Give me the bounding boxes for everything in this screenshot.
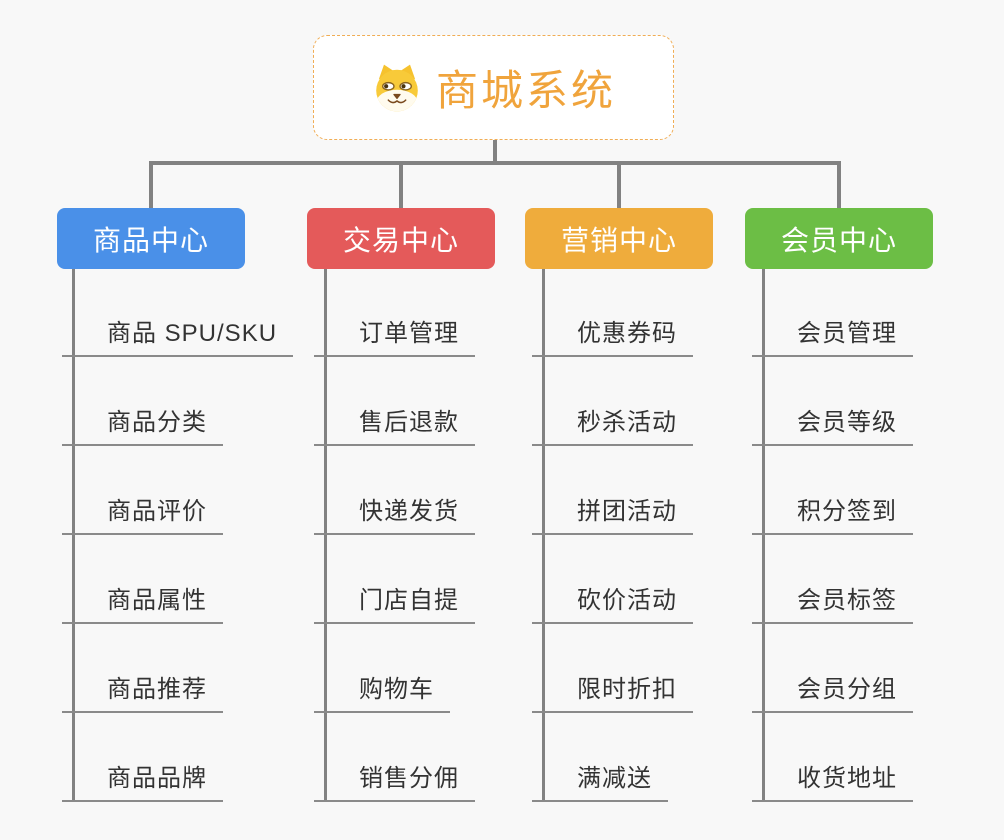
trunk-member-center bbox=[762, 269, 765, 802]
leaf-member-center-0[interactable]: 会员管理 bbox=[752, 315, 913, 357]
connector-drop-member-center bbox=[837, 161, 841, 208]
connector-root-stub bbox=[493, 139, 497, 163]
leaf-member-center-1[interactable]: 会员等级 bbox=[752, 404, 913, 446]
leaf-label: 商品 SPU/SKU bbox=[62, 315, 294, 357]
leaf-product-center-2[interactable]: 商品评价 bbox=[62, 493, 223, 535]
leaf-marketing-center-2[interactable]: 拼团活动 bbox=[532, 493, 693, 535]
root-title: 商城系统 bbox=[435, 67, 616, 114]
trunk-product-center bbox=[72, 269, 75, 802]
leaf-label: 会员等级 bbox=[752, 404, 913, 446]
leaf-label: 秒杀活动 bbox=[532, 404, 693, 446]
leaf-label: 快递发货 bbox=[314, 493, 475, 535]
leaf-marketing-center-0[interactable]: 优惠券码 bbox=[532, 315, 693, 357]
leaf-label: 商品分类 bbox=[62, 404, 223, 446]
branch-header-member-center[interactable]: 会员中心 bbox=[745, 208, 933, 269]
leaf-product-center-5[interactable]: 商品品牌 bbox=[62, 760, 223, 802]
leaf-label: 销售分佣 bbox=[314, 760, 475, 802]
leaf-label: 限时折扣 bbox=[532, 671, 693, 713]
leaf-label: 收货地址 bbox=[752, 760, 913, 802]
leaf-trade-center-1[interactable]: 售后退款 bbox=[314, 404, 475, 446]
leaf-label: 商品品牌 bbox=[62, 760, 223, 802]
leaf-label: 售后退款 bbox=[314, 404, 475, 446]
dog-face-icon bbox=[371, 62, 423, 114]
leaf-label: 商品推荐 bbox=[62, 671, 223, 713]
leaf-label: 会员标签 bbox=[752, 582, 913, 624]
leaf-trade-center-5[interactable]: 销售分佣 bbox=[314, 760, 475, 802]
root-node[interactable]: 商城系统 bbox=[313, 35, 674, 140]
branch-header-product-center[interactable]: 商品中心 bbox=[57, 208, 245, 269]
leaf-label: 会员管理 bbox=[752, 315, 913, 357]
leaf-label: 商品评价 bbox=[62, 493, 223, 535]
leaf-marketing-center-5[interactable]: 满减送 bbox=[532, 760, 668, 802]
connector-drop-marketing-center bbox=[617, 161, 621, 208]
leaf-marketing-center-3[interactable]: 砍价活动 bbox=[532, 582, 693, 624]
leaf-label: 拼团活动 bbox=[532, 493, 693, 535]
leaf-product-center-1[interactable]: 商品分类 bbox=[62, 404, 223, 446]
leaf-label: 满减送 bbox=[532, 760, 668, 802]
leaf-label: 砍价活动 bbox=[532, 582, 693, 624]
leaf-marketing-center-4[interactable]: 限时折扣 bbox=[532, 671, 693, 713]
leaf-trade-center-0[interactable]: 订单管理 bbox=[314, 315, 475, 357]
connector-horizontal bbox=[149, 161, 841, 165]
leaf-member-center-2[interactable]: 积分签到 bbox=[752, 493, 913, 535]
leaf-member-center-5[interactable]: 收货地址 bbox=[752, 760, 913, 802]
leaf-label: 会员分组 bbox=[752, 671, 913, 713]
leaf-label: 购物车 bbox=[314, 671, 450, 713]
leaf-label: 积分签到 bbox=[752, 493, 913, 535]
leaf-label: 优惠券码 bbox=[532, 315, 693, 357]
leaf-product-center-4[interactable]: 商品推荐 bbox=[62, 671, 223, 713]
leaf-product-center-0[interactable]: 商品 SPU/SKU bbox=[62, 315, 294, 357]
connector-drop-product-center bbox=[149, 161, 153, 208]
trunk-trade-center bbox=[324, 269, 327, 802]
leaf-label: 订单管理 bbox=[314, 315, 475, 357]
leaf-member-center-4[interactable]: 会员分组 bbox=[752, 671, 913, 713]
leaf-trade-center-2[interactable]: 快递发货 bbox=[314, 493, 475, 535]
leaf-label: 门店自提 bbox=[314, 582, 475, 624]
trunk-marketing-center bbox=[542, 269, 545, 802]
leaf-label: 商品属性 bbox=[62, 582, 223, 624]
leaf-trade-center-3[interactable]: 门店自提 bbox=[314, 582, 475, 624]
leaf-member-center-3[interactable]: 会员标签 bbox=[752, 582, 913, 624]
branch-header-marketing-center[interactable]: 营销中心 bbox=[525, 208, 713, 269]
leaf-product-center-3[interactable]: 商品属性 bbox=[62, 582, 223, 624]
connector-drop-trade-center bbox=[399, 161, 403, 208]
branch-header-trade-center[interactable]: 交易中心 bbox=[307, 208, 495, 269]
leaf-trade-center-4[interactable]: 购物车 bbox=[314, 671, 450, 713]
leaf-marketing-center-1[interactable]: 秒杀活动 bbox=[532, 404, 693, 446]
